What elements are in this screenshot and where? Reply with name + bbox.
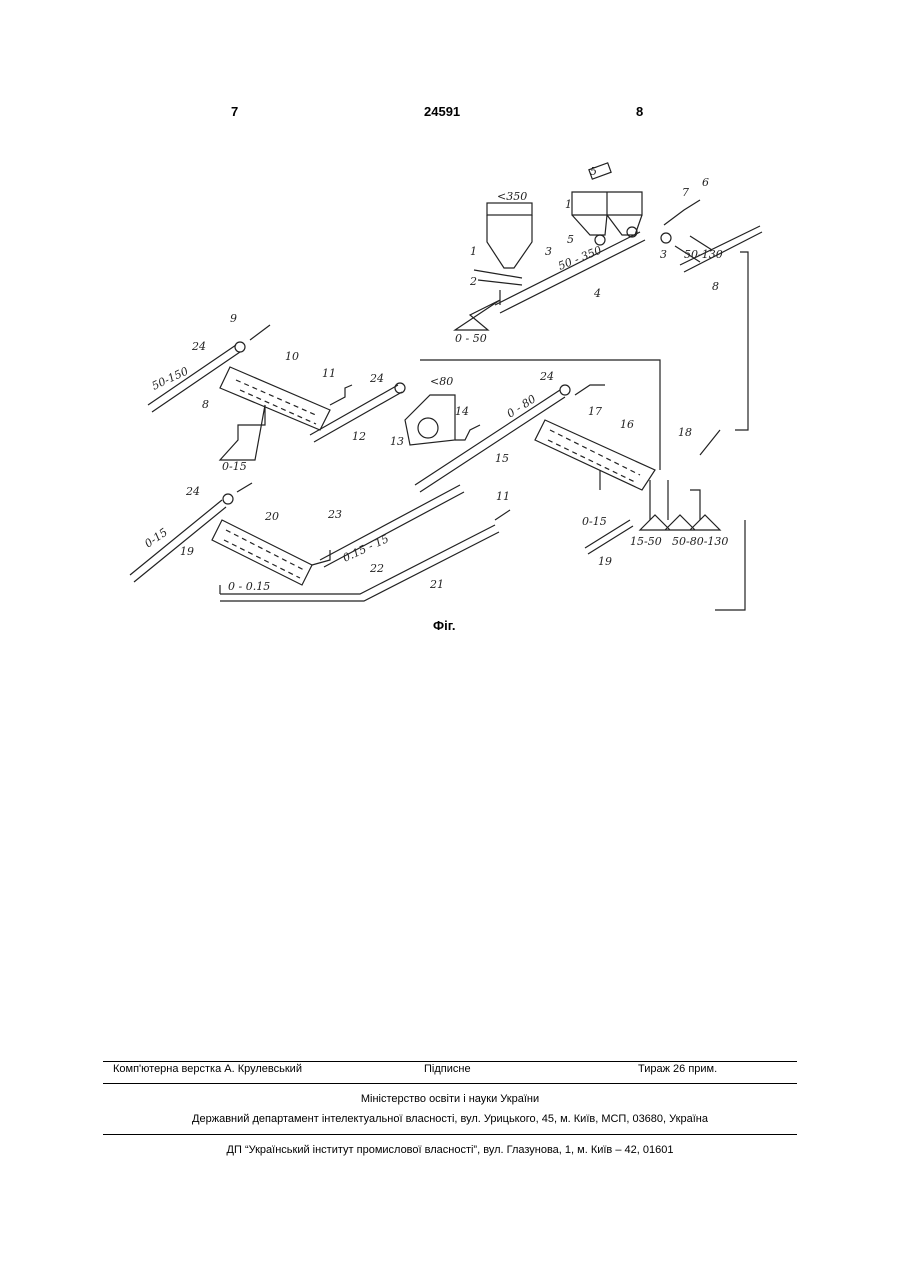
label-2: 2	[469, 275, 477, 288]
label-50-150: 50-150	[150, 365, 191, 393]
label-7: 7	[682, 186, 689, 199]
screen-10	[220, 367, 330, 430]
label-50-350: 50 - 350	[556, 244, 603, 273]
footer-rule-middle	[103, 1083, 797, 1084]
label-350: <350	[497, 190, 527, 203]
label-80: <80	[430, 375, 453, 388]
drum-24a	[235, 342, 245, 352]
label-015-15: 0.15 - 15	[341, 532, 391, 565]
label-8: 8	[712, 280, 719, 293]
label-21: 21	[429, 578, 444, 591]
label-1b: 1	[565, 198, 572, 211]
footer-rule-top	[103, 1061, 797, 1062]
return-line	[700, 252, 748, 455]
bunker-1	[572, 192, 642, 235]
footer-ministry: Міністерство освіти і науки України	[103, 1093, 797, 1105]
footer-department: Державний департамент інтелектуальної вл…	[103, 1113, 797, 1125]
label-19b: 19	[180, 545, 194, 558]
return-line-bottom	[715, 520, 745, 610]
label-18: 18	[678, 426, 692, 439]
label-17: 17	[588, 405, 602, 418]
screen-20	[212, 520, 312, 585]
label-13: 13	[390, 435, 404, 448]
label-14: 14	[455, 405, 469, 418]
label-9: 9	[230, 312, 237, 325]
footer-signed: Підписне	[424, 1063, 471, 1075]
drum-24b	[395, 383, 405, 393]
label-24c: 24	[539, 370, 554, 383]
hopper-1	[487, 215, 532, 268]
label-5b: 5	[567, 233, 574, 246]
patent-number: 24591	[424, 104, 460, 119]
pile-0-15	[220, 405, 265, 460]
label-24a: 24	[191, 340, 206, 353]
label-0-015: 0 - 0.15	[228, 580, 270, 593]
label-12: 12	[352, 430, 366, 443]
label-0-50: 0 - 50	[455, 332, 487, 345]
footer-institute: ДП “Український інститут промислової вла…	[103, 1144, 797, 1156]
label-15-50: 15-50	[630, 535, 662, 548]
label-20: 20	[264, 510, 279, 523]
label-4: 4	[593, 287, 601, 300]
magnet-23a	[237, 483, 252, 492]
hopper-top	[487, 203, 532, 215]
label-10: 10	[285, 350, 299, 363]
label-0-80: 0 - 80	[505, 392, 539, 420]
screen-16	[535, 420, 655, 490]
screen-2	[474, 270, 522, 285]
footer-circulation: Тираж 26 прим.	[638, 1063, 717, 1075]
arrow-6	[664, 200, 700, 225]
label-50-130: 50-130	[684, 248, 723, 261]
pile-0-50	[455, 290, 500, 330]
piles-right	[640, 515, 720, 530]
magnet-9	[250, 325, 270, 340]
magnet-14	[455, 425, 480, 440]
label-11b: 11	[496, 490, 510, 503]
label-15: 15	[495, 452, 509, 465]
label-0-15c: 0-15	[142, 526, 170, 551]
magnet-11	[330, 385, 352, 405]
label-19: 19	[598, 555, 612, 568]
label-0-15a: 0-15	[222, 460, 247, 473]
label-1: 1	[470, 245, 477, 258]
label-6: 6	[702, 176, 709, 189]
label-8b: 8	[202, 398, 209, 411]
crusher-6	[661, 233, 671, 243]
label-5a: 5	[590, 165, 597, 178]
label-11: 11	[322, 367, 336, 380]
page-number-right: 8	[636, 104, 643, 119]
drum-24d	[223, 494, 233, 504]
label-24d: 24	[185, 485, 200, 498]
footer-layout: Комп'ютерна верстка А. Крулевський	[113, 1063, 302, 1075]
magnet-17	[575, 385, 605, 395]
label-3b: 3	[660, 248, 667, 261]
label-3: 3	[545, 245, 552, 258]
figure-caption: Фіг.	[433, 618, 455, 633]
magnet-11b	[495, 510, 510, 520]
label-0-15b: 0-15	[582, 515, 607, 528]
footer-rule-bottom	[103, 1134, 797, 1135]
label-23: 23	[327, 508, 342, 521]
label-50-80-130: 50-80-130	[672, 535, 728, 548]
label-22: 22	[369, 562, 384, 575]
chutes	[650, 480, 700, 520]
label-16: 16	[620, 418, 634, 431]
page-number-left: 7	[231, 104, 238, 119]
conveyor-15	[415, 390, 565, 492]
process-flow-figure: <350 1 2 3 50 - 350 4 0 - 50 5 5 1 7 6 3…	[105, 140, 775, 650]
drum-24c	[560, 385, 570, 395]
label-24b: 24	[369, 372, 384, 385]
magnet-23	[312, 550, 330, 565]
